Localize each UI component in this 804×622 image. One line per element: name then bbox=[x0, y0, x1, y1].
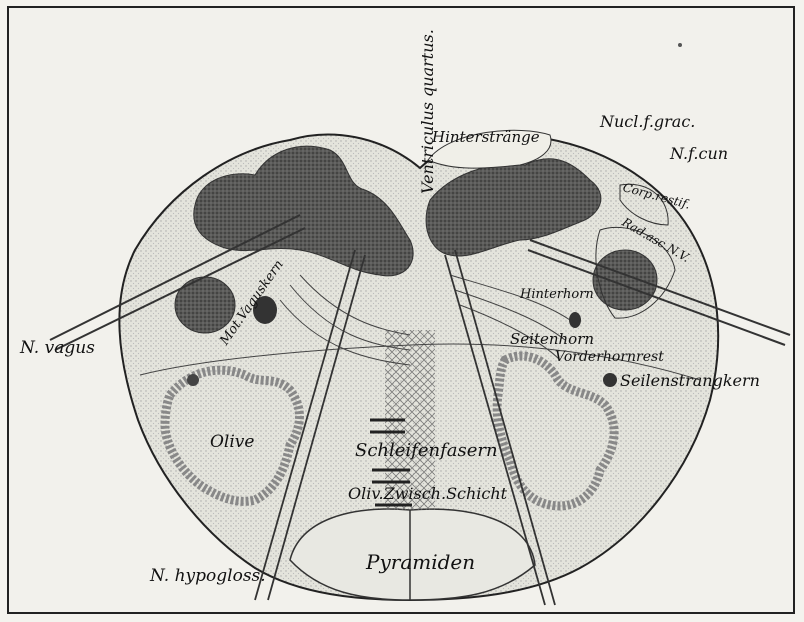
label-hinterstraenge: Hinterstränge bbox=[432, 130, 540, 145]
label-olive: Olive bbox=[210, 434, 254, 451]
label-nucl-f-grac: Nucl.f.grac. bbox=[600, 114, 695, 130]
label-oliv-zwisch: Oliv.Zwisch.Schicht bbox=[348, 486, 507, 502]
rad-asc-right bbox=[593, 250, 657, 310]
label-vorderhornrest: Vorderhornrest bbox=[555, 350, 664, 364]
label-hinterhorn: Hinterhorn bbox=[520, 288, 594, 301]
label-schleifenfasern: Schleifenfasern bbox=[355, 442, 498, 460]
label-n-vagus: N. vagus bbox=[20, 340, 95, 357]
label-ventriculus: Ventriculus quartus. bbox=[420, 14, 436, 194]
label-pyramiden: Pyramiden bbox=[366, 552, 475, 572]
label-n-f-cun: N.f.cun bbox=[670, 146, 728, 162]
label-seitenstrangkern: Seilenstrangkern bbox=[620, 373, 760, 389]
label-seitenhorn: Seitenhorn bbox=[510, 332, 594, 347]
label-n-hypogloss: N. hypogloss. bbox=[150, 568, 266, 585]
